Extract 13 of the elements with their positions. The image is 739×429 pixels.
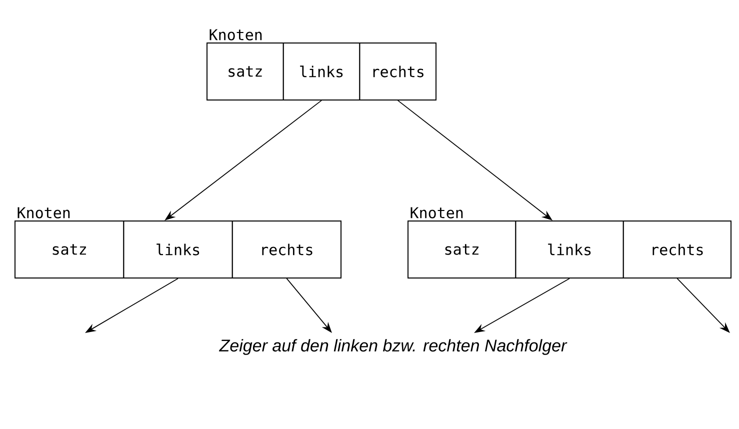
node-label: Knoten bbox=[18, 207, 70, 218]
node-label: Knoten bbox=[210, 29, 262, 40]
field-cell: links bbox=[282, 42, 360, 100]
field-cell: links bbox=[515, 220, 624, 278]
node-label: Knoten bbox=[410, 207, 463, 218]
field-cell: satz bbox=[408, 220, 516, 278]
caption: Zeiger auf den linken bzw. rechten Nachfolger bbox=[218, 339, 568, 355]
field-cell: rechts bbox=[359, 42, 436, 100]
field-cell: satz bbox=[14, 220, 124, 278]
field-cell: links bbox=[123, 220, 233, 278]
field-cell: satz bbox=[206, 42, 284, 100]
field-cell: rechts bbox=[622, 220, 732, 278]
field-cell: rechts bbox=[232, 220, 342, 278]
